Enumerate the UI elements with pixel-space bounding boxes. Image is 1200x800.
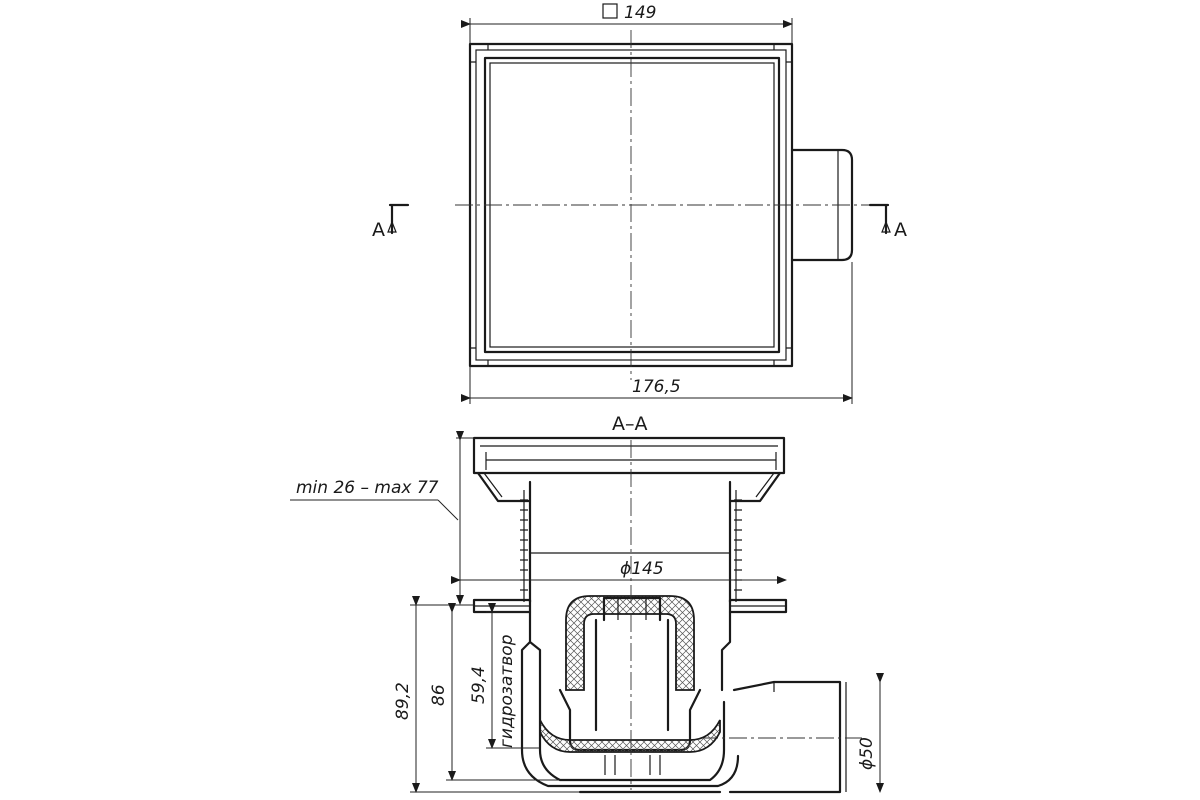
dim-phi-145: ϕ145: [620, 559, 664, 579]
inner-cup: [594, 618, 670, 732]
dim-59-4: 59,4: [469, 666, 489, 704]
dim-149: 149: [624, 3, 656, 23]
section-view: A–A ϕ145 ϕ50: [290, 413, 884, 794]
water-seal-bell: [565, 595, 695, 691]
dim-89-2: 89,2: [393, 682, 413, 720]
section-mark-left: A: [372, 219, 385, 241]
section-mark-right: A: [894, 219, 907, 241]
plan-view: 149 176,5 A A: [372, 3, 907, 404]
dim-176-5: 176,5: [632, 377, 681, 397]
dim-86: 86: [429, 684, 449, 706]
outlet-pipe: [728, 680, 842, 794]
square-symbol-icon: [602, 3, 618, 19]
label-water-seal: гидрозатвор: [497, 634, 517, 748]
side-outlet: [790, 148, 854, 262]
dim-adjust-range: min 26 – max 77: [296, 478, 439, 498]
dim-phi-50: ϕ50: [857, 737, 877, 770]
section-title: A–A: [612, 413, 648, 435]
drain-body: [520, 610, 740, 788]
extension-sleeve: [528, 480, 732, 604]
grate-section: [472, 436, 786, 475]
